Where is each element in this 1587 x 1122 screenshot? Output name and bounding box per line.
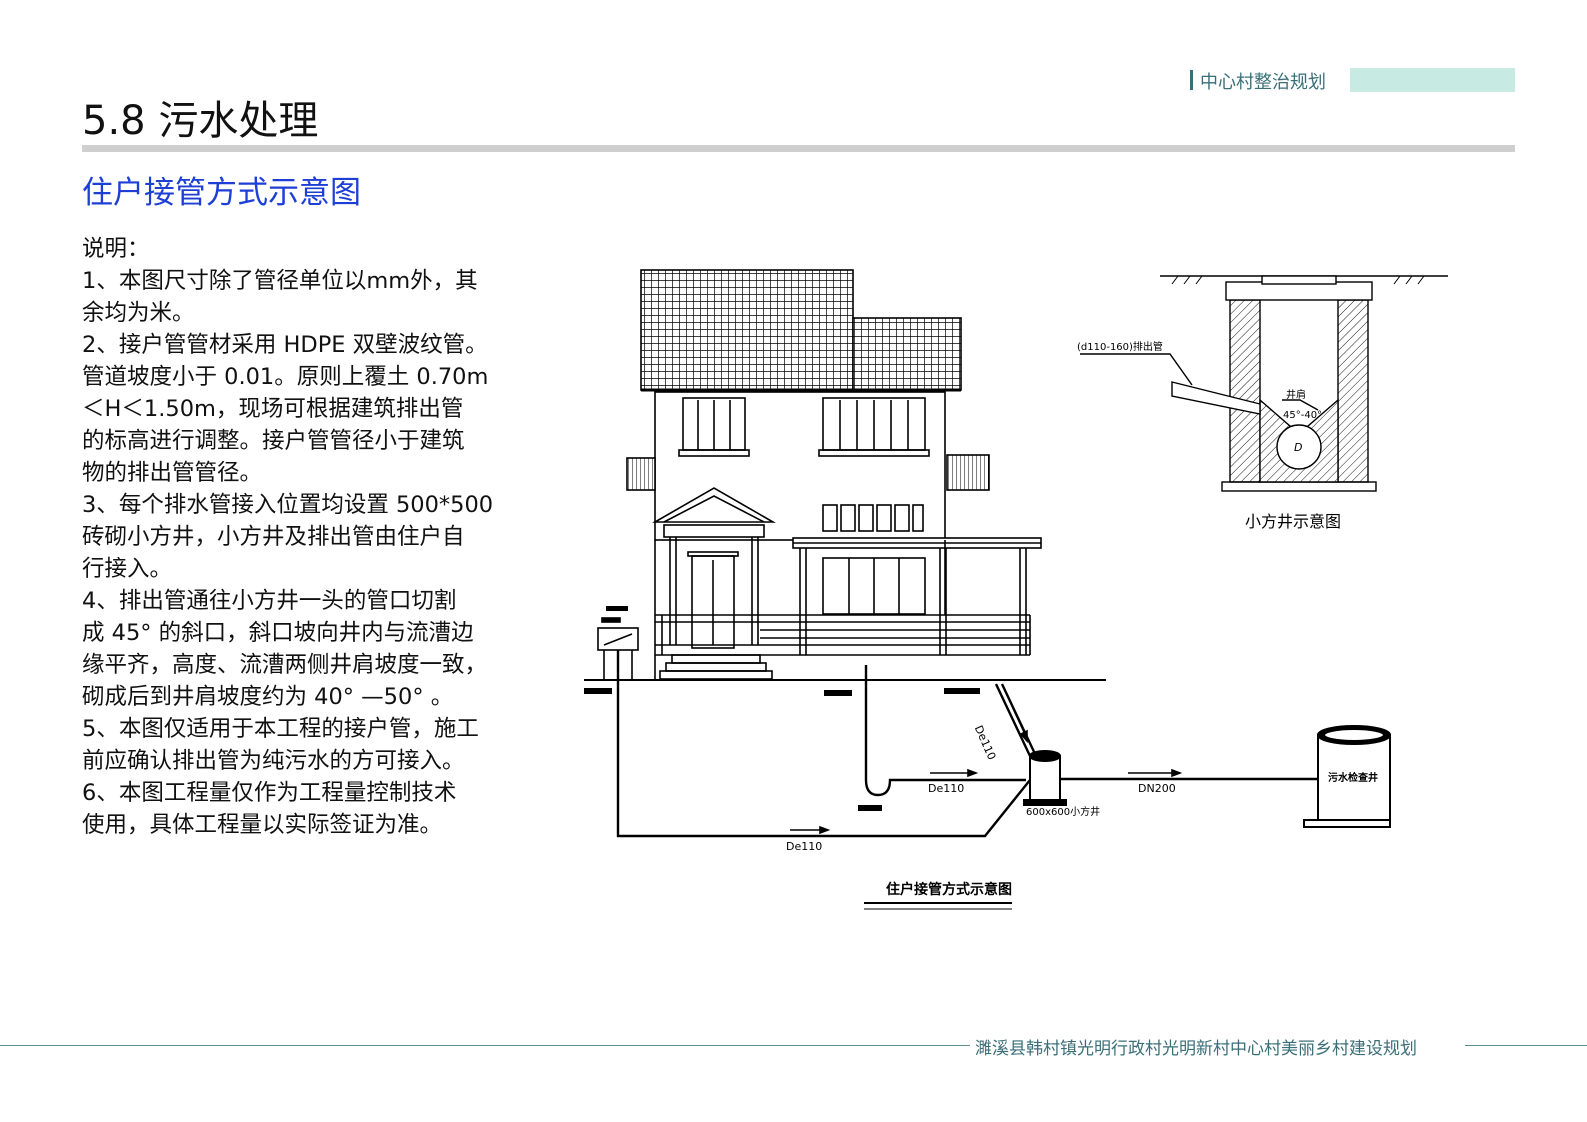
small-square-well [1023, 750, 1067, 806]
notes-line: 砖砌小方井，小方井及排出管由住户自 [82, 524, 465, 550]
shoulder-angle-label: 45°-40° [1283, 410, 1322, 421]
notes-line: 使用，具体工程量以实际签证为准。 [82, 812, 443, 838]
porch-gable [652, 487, 776, 645]
upper-window-right [818, 397, 930, 457]
notes-line: ＜H＜1.50m，现场可根据建筑排出管 [82, 396, 464, 422]
outdoor-sink [597, 617, 639, 680]
notes-line: 物的排出管管径。 [82, 460, 263, 486]
notes-line: 管道坡度小于 0.01。原则上覆土 0.70m [82, 364, 489, 390]
header-accent-block [1350, 68, 1515, 92]
pipe-label: De110 [928, 782, 964, 795]
outfall-pipe-label: (d110-160)排出管 [1077, 340, 1163, 353]
notes-line: 6、本图工程量仅作为工程量控制技术 [82, 780, 457, 806]
notes-line: 4、排出管通往小方井一头的管口切割 [82, 588, 457, 614]
pipe-label: DN200 [1138, 782, 1176, 795]
pipes [616, 650, 1318, 838]
page-subtitle: 住户接管方式示意图 [82, 175, 361, 211]
middle-windows [822, 504, 924, 532]
house-elevation [626, 269, 1042, 680]
header-tag: 中心村整治规划 [1200, 72, 1326, 93]
diagram-caption: 住户接管方式示意图 [886, 881, 1012, 898]
pipe-diameter-symbol: D [1294, 441, 1302, 454]
notes-line: 余均为米。 [82, 300, 195, 326]
footer-rule-left [0, 1045, 970, 1046]
illegible-labels [584, 606, 980, 811]
small-well-label: 600x600小方井 [1026, 805, 1100, 818]
notes-block: 说明： 1、本图尺寸除了管径单位以mm外，其 余均为米。 2、接户管管材采用 H… [82, 233, 562, 841]
notes-line: 前应确认排出管为纯污水的方可接入。 [82, 748, 465, 774]
footer-text: 濉溪县韩村镇光明行政村光明新村中心村美丽乡村建设规划 [975, 1039, 1417, 1059]
notes-line: 成 45° 的斜口，斜口坡向井内与流漕边 [82, 620, 474, 646]
well-shoulder-label: 井肩 [1286, 388, 1306, 401]
notes-line: 3、每个排水管接入位置均设置 500*500 [82, 492, 494, 518]
sewer-well-label: 污水检查井 [1328, 771, 1378, 784]
footer-rule-right [1465, 1045, 1587, 1046]
well-section-detail [1080, 275, 1448, 492]
notes-line: 行接入。 [82, 556, 173, 582]
notes-line: 缘平齐，高度、流漕两侧井肩坡度一致， [82, 652, 488, 678]
notes-line: 的标高进行调整。接户管管径小于建筑 [82, 428, 465, 454]
page-title: 5.8 污水处理 [82, 98, 319, 144]
small-well-caption: 小方井示意图 [1245, 512, 1341, 531]
terrace-railing [655, 614, 1031, 656]
roof [640, 269, 962, 392]
header-accent-bar [1190, 70, 1193, 90]
notes-line: 2、接户管管材采用 HDPE 双壁波纹管。 [82, 332, 488, 358]
title-divider [82, 145, 1515, 152]
pergola [792, 537, 1042, 655]
pipe-label: De110 [786, 840, 822, 853]
sewer-inspection-well [1303, 725, 1391, 828]
notes-line: 说明： [82, 236, 150, 262]
upper-window-left [678, 397, 750, 457]
pipe-label: De110 [972, 723, 999, 761]
notes-line: 5、本图仅适用于本工程的接户管，施工 [82, 716, 479, 742]
notes-line: 1、本图尺寸除了管径单位以mm外，其 [82, 268, 478, 294]
notes-line: 砌成后到井肩坡度约为 40° —50° 。 [82, 684, 454, 710]
flow-arrows [790, 705, 1183, 835]
